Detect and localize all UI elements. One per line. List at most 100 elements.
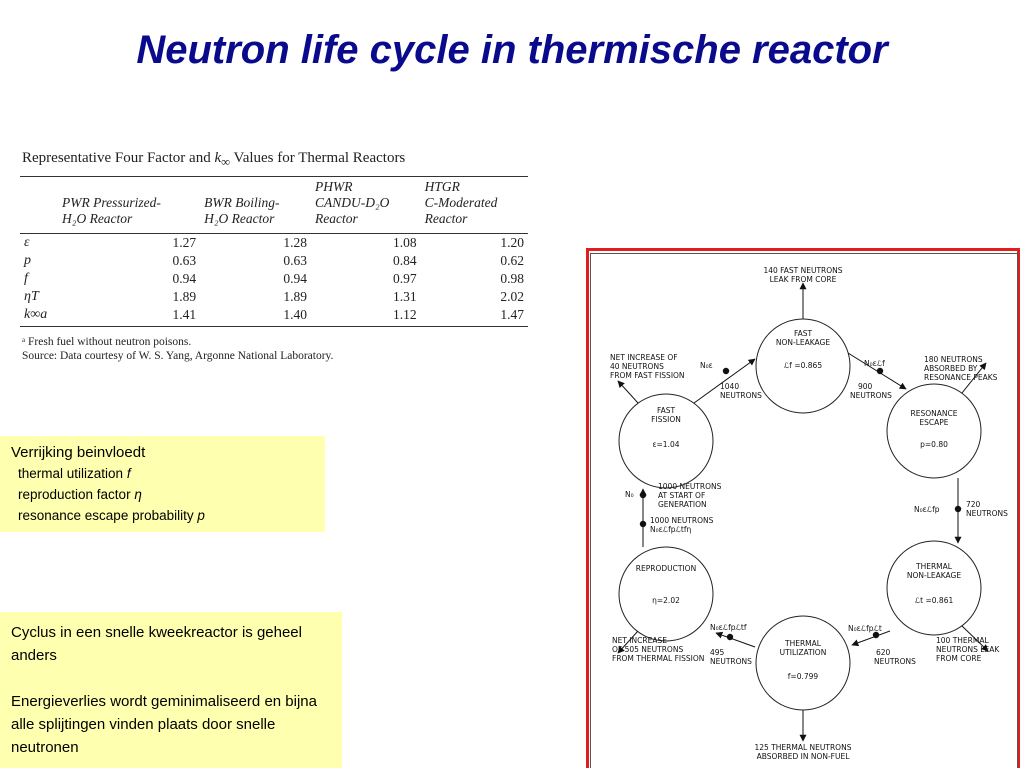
row-symbol: ηT bbox=[24, 289, 39, 304]
table-cell: 1.41 bbox=[58, 306, 201, 327]
flow-label: 1040 bbox=[720, 382, 739, 391]
node-label: RESONANCE bbox=[911, 409, 958, 418]
node-label: FISSION bbox=[651, 415, 681, 424]
row-symbol: ε bbox=[24, 235, 30, 250]
dot-n0efp bbox=[954, 505, 962, 513]
node-value: ℒt =0.861 bbox=[915, 596, 954, 605]
table-cell: 0.63 bbox=[172, 253, 197, 268]
flow-label: 720 bbox=[966, 500, 981, 509]
node-label: ESCAPE bbox=[919, 418, 948, 427]
flow-label: 900 bbox=[858, 382, 873, 391]
flow-label: N₀εℒfp bbox=[914, 505, 940, 514]
enrichment-heading: Verrijking beinvloedt bbox=[11, 444, 146, 461]
flow-label: 620 bbox=[876, 648, 891, 657]
slide-title: Neutron life cycle in thermische reactor bbox=[136, 28, 888, 72]
table-cell: 0.62 bbox=[500, 253, 524, 268]
flow-label: 180 NEUTRONS bbox=[924, 355, 983, 364]
table-row: k∞a 1.41 1.40 1.12 1.47 bbox=[20, 306, 528, 327]
table-footnote: ᵃ Fresh fuel without neutron poisons. bbox=[22, 336, 192, 348]
flow-label: 495 bbox=[710, 648, 725, 657]
flow-label: NEUTRONS bbox=[850, 391, 892, 400]
header-symbol bbox=[20, 176, 58, 234]
breeder-note-box: Cyclus in een snelle kweekreactor is geh… bbox=[0, 612, 342, 768]
table-row: f 0.94 0.94 0.97 0.98 bbox=[20, 270, 528, 288]
arrow-thermal-leak bbox=[961, 625, 989, 652]
flow-label: N₀εℒfpℒtf bbox=[710, 623, 747, 632]
flow-label: 1000 NEUTRONS bbox=[658, 482, 722, 491]
table-cell: 0.97 bbox=[392, 271, 417, 286]
diagram-inner-frame bbox=[590, 253, 1018, 768]
node-value: η=2.02 bbox=[652, 596, 680, 605]
table-cell: 1.89 bbox=[172, 289, 197, 304]
table-cell: 1.28 bbox=[283, 235, 307, 250]
caption-subscript: ∞ bbox=[221, 155, 231, 169]
node-value: f=0.799 bbox=[788, 672, 819, 681]
row-symbol: k∞a bbox=[20, 306, 58, 327]
arrow-tnl-to-tu bbox=[851, 630, 891, 647]
table-cell: 1.89 bbox=[283, 289, 307, 304]
flow-label: FROM CORE bbox=[936, 654, 982, 663]
dot-n0efpltfeta bbox=[639, 520, 647, 528]
four-factor-table-block: Representative Four Factor and k∞ Values… bbox=[20, 150, 530, 363]
flow-label: N₀εℒfpℒtfη bbox=[650, 525, 691, 534]
node-value: ℒf =0.865 bbox=[784, 361, 822, 370]
row-symbol: f bbox=[24, 271, 28, 286]
flow-label: NEUTRONS bbox=[874, 657, 916, 666]
table-caption: Representative Four Factor and k∞ Values… bbox=[22, 150, 530, 170]
dot-n0 bbox=[639, 491, 647, 499]
caption-symbol: k bbox=[214, 150, 222, 166]
flow-label: N₀ε bbox=[700, 361, 713, 370]
flow-label: NET INCREASE bbox=[612, 636, 667, 645]
dot-n0efplt bbox=[872, 631, 880, 639]
table-cell: 1.31 bbox=[392, 289, 417, 304]
table-cell: 0.98 bbox=[500, 271, 524, 286]
flow-label: ABSORBED IN NON-FUEL bbox=[757, 752, 851, 761]
flow-label: 125 THERMAL NEUTRONS bbox=[755, 743, 852, 752]
table-cell: 1.12 bbox=[310, 306, 421, 327]
flow-label: AT START OF bbox=[658, 491, 705, 500]
caption-tail: Values for Thermal Reactors bbox=[230, 150, 406, 166]
arrow-ff-to-fnl bbox=[693, 358, 756, 404]
node-value: ε=1.04 bbox=[652, 440, 679, 449]
flow-label: 140 FAST NEUTRONS bbox=[763, 266, 842, 275]
table-cell: 2.02 bbox=[500, 289, 524, 304]
node-label: FAST bbox=[794, 329, 813, 338]
table-cell: 0.94 bbox=[283, 271, 307, 286]
enrichment-item: resonance escape probability p bbox=[18, 508, 205, 523]
node-fast-fission bbox=[618, 393, 714, 489]
neutron-cycle-diagram: FAST NON-LEAKAGE ℒf =0.865 RESONANCE ESC… bbox=[610, 266, 1008, 761]
table-row: ηT 1.89 1.89 1.31 2.02 bbox=[20, 288, 528, 306]
header-bwr: BWR Boiling-H₂O Reactor bbox=[200, 176, 311, 234]
flow-label: N₀ bbox=[625, 490, 634, 499]
flow-label: 1000 NEUTRONS bbox=[650, 516, 714, 525]
header-pwr: PWR Pressurized-H₂O Reactor bbox=[58, 176, 201, 234]
flow-label: 40 NEUTRONS bbox=[610, 362, 664, 371]
flow-label: NEUTRONS bbox=[720, 391, 762, 400]
node-reproduction bbox=[618, 546, 714, 642]
table-cell: 1.47 bbox=[420, 306, 528, 327]
table-cell: 1.40 bbox=[200, 306, 311, 327]
enrichment-item: thermal utilization f bbox=[18, 466, 131, 481]
table-cell: 0.63 bbox=[283, 253, 307, 268]
flow-label: FROM FAST FISSION bbox=[610, 371, 685, 380]
flow-label: 100 THERMAL bbox=[936, 636, 989, 645]
enrichment-item: reproduction factor η bbox=[18, 487, 142, 502]
breeder-note-paragraph-2: Energieverlies wordt geminimaliseerd en … bbox=[11, 693, 317, 756]
arrow-tu-to-rep bbox=[715, 631, 756, 648]
node-resonance-escape bbox=[886, 383, 982, 479]
four-factor-table: PWR Pressurized-H₂O Reactor BWR Boiling-… bbox=[20, 176, 528, 327]
row-symbol: p bbox=[24, 253, 31, 268]
node-label: UTILIZATION bbox=[780, 648, 827, 657]
arrow-fast-fission-gain bbox=[617, 380, 639, 404]
flow-label: NEUTRONS LEAK bbox=[936, 645, 1000, 654]
table-cell: 1.27 bbox=[172, 235, 197, 250]
flow-label: N₀εℒfpℒt bbox=[848, 624, 882, 633]
table-row: ε 1.27 1.28 1.08 1.20 bbox=[20, 234, 528, 253]
node-label: THERMAL bbox=[784, 639, 822, 648]
table-cell: 0.84 bbox=[392, 253, 417, 268]
table-notes: ᵃ Fresh fuel without neutron poisons. So… bbox=[22, 335, 530, 363]
flow-label: N₀εℒf bbox=[864, 359, 885, 368]
flow-label: NEUTRONS bbox=[966, 509, 1008, 518]
